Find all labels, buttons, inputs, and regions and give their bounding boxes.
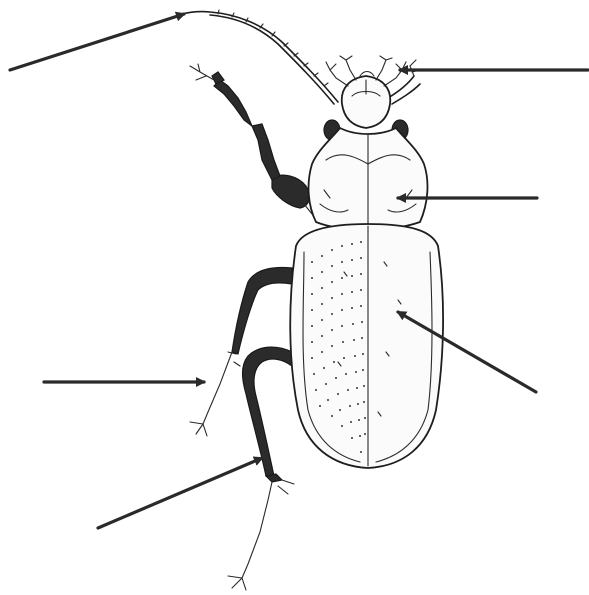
left-foreleg-upper [190,64,316,214]
beetle-thorax [309,128,428,230]
arrow-to-antenna [10,14,184,70]
arrow-to-hind-leg [98,458,262,528]
beetle-elytra [290,224,443,468]
long-antenna [182,10,338,104]
